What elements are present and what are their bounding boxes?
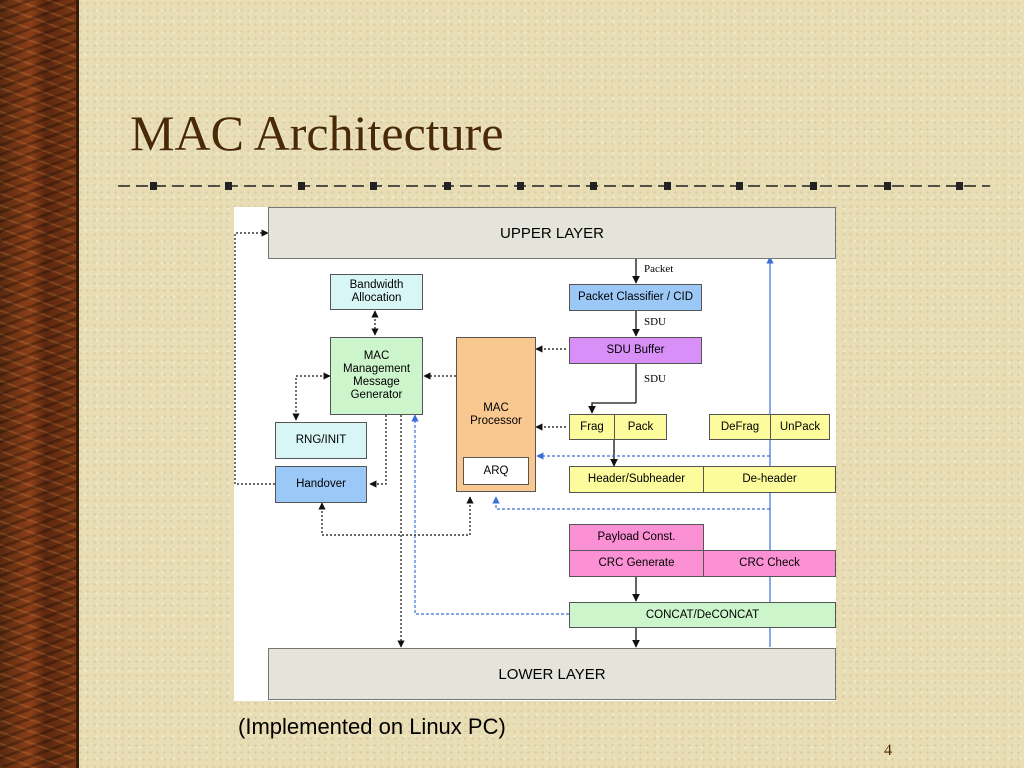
slide-title: MAC Architecture <box>130 105 504 161</box>
sdu-label-2: SDU <box>644 373 667 385</box>
upper-layer-box: UPPER LAYER <box>268 207 836 259</box>
arq-box: ARQ <box>463 457 529 485</box>
crc-generate-box: CRC Generate <box>569 550 704 577</box>
caption: (Implemented on Linux PC) <box>238 714 506 739</box>
crc-check-box: CRC Check <box>703 550 836 577</box>
arrow-mgmt-to-rng <box>292 372 331 421</box>
defrag-box: DeFrag <box>709 414 771 440</box>
handover-box: Handover <box>275 466 367 503</box>
concat-deconcat-box: CONCAT/DeCONCAT <box>569 602 836 628</box>
packet-label: Packet <box>644 263 674 275</box>
bandwidth-allocation-box: Bandwidth Allocation <box>330 274 423 310</box>
pack-box: Pack <box>614 414 667 440</box>
packet-classifier-box: Packet Classifier / CID <box>569 284 702 311</box>
arrow-concat-to-mgmt <box>411 414 569 615</box>
rng-init-box: RNG/INIT <box>275 422 367 459</box>
arrow-handover-to-arq <box>318 496 474 536</box>
diagram-connectors <box>234 229 774 648</box>
payload-const-box: Payload Const. <box>569 524 704 551</box>
lower-layer-box: LOWER LAYER <box>268 648 836 700</box>
mac-management-box: MAC Management Message Generator <box>330 337 423 415</box>
de-header-box: De-header <box>703 466 836 493</box>
frag-box: Frag <box>569 414 615 440</box>
arrow-crc-to-arq <box>492 496 770 510</box>
title-rule <box>118 182 990 190</box>
page-number: 4 <box>884 742 892 759</box>
arrow-mgmt-to-handover <box>369 415 387 488</box>
sdu-label-1: SDU <box>644 316 667 328</box>
arrow-handover-to-upper <box>234 229 275 485</box>
frame-edge-line <box>76 0 79 768</box>
unpack-box: UnPack <box>770 414 830 440</box>
sdu-buffer-box: SDU Buffer <box>569 337 702 364</box>
arrow-split-to-frag <box>588 402 636 414</box>
header-subheader-box: Header/Subheader <box>569 466 704 493</box>
mac-architecture-diagram: UPPER LAYER LOWER LAYER Bandwidth Alloca… <box>234 207 836 701</box>
wood-frame-border <box>0 0 76 768</box>
